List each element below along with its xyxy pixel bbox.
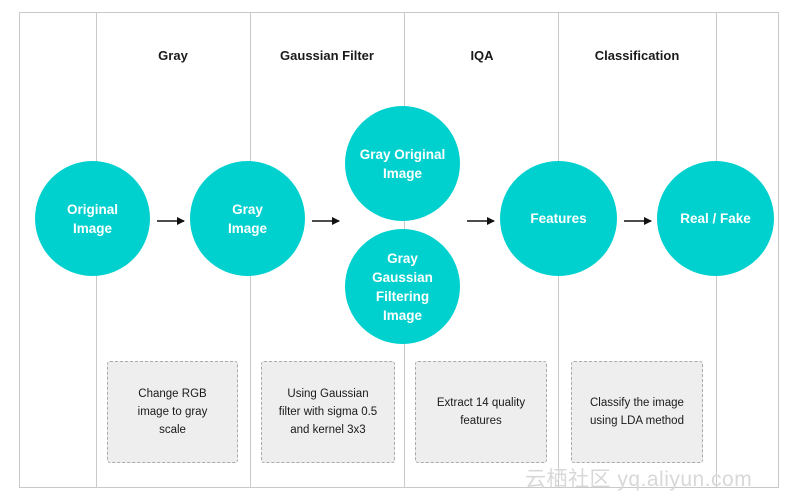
node-label: Gray Image (227, 201, 268, 236)
node-label: Gray Original Image (359, 146, 446, 181)
note-classification: Classify the image using LDA method (571, 361, 703, 463)
node-original-image: Original Image (35, 161, 150, 276)
diagram-frame (19, 12, 779, 488)
node-label: Features (530, 211, 587, 226)
note-text: Using Gaussian filter with sigma 0.5 and… (278, 388, 378, 436)
watermark: 云栖社区 yq.aliyun.com (525, 468, 753, 491)
node-gray-gaussian-filtering-image: Gray Gaussian Filtering Image (345, 229, 460, 344)
note-gaussian: Using Gaussian filter with sigma 0.5 and… (261, 361, 395, 463)
column-header-gray: Gray (158, 48, 188, 63)
node-features: Features (500, 161, 617, 276)
column-header-classification: Classification (594, 48, 680, 63)
node-gray-original-image: Gray Original Image (345, 106, 460, 221)
note-text: Change RGB image to gray scale (137, 388, 208, 436)
note-text: Classify the image using LDA method (590, 397, 684, 427)
node-gray-image: Gray Image (190, 161, 305, 276)
column-header-iqa: IQA (470, 48, 494, 63)
note-iqa: Extract 14 quality features (415, 361, 547, 463)
node-real-fake: Real / Fake (657, 161, 774, 276)
node-label: Gray Gaussian Filtering Image (372, 250, 433, 323)
node-label: Original Image (66, 201, 118, 236)
note-gray: Change RGB image to gray scale (107, 361, 238, 463)
node-label: Real / Fake (680, 211, 751, 226)
note-text: Extract 14 quality features (436, 397, 526, 427)
column-header-gaussian-filter: Gaussian Filter (280, 48, 374, 63)
